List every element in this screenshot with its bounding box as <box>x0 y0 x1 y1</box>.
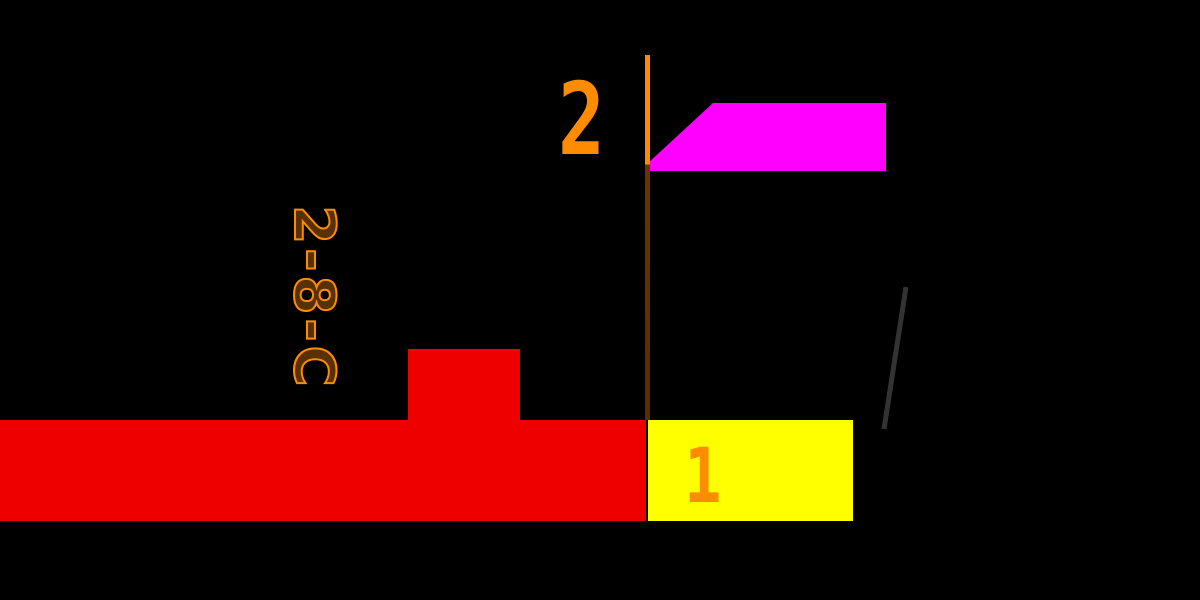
red-region-step <box>408 349 520 420</box>
label-region-1: 1 <box>684 431 722 520</box>
magenta-region <box>648 103 886 171</box>
vertical-orange-line <box>645 55 650 420</box>
red-region-main <box>0 420 646 521</box>
dark-diagonal-line <box>881 286 909 430</box>
rotated-code-label: 2-8-C <box>280 204 347 392</box>
label-region-2: 2 <box>558 61 605 178</box>
yellow-region <box>648 420 853 521</box>
